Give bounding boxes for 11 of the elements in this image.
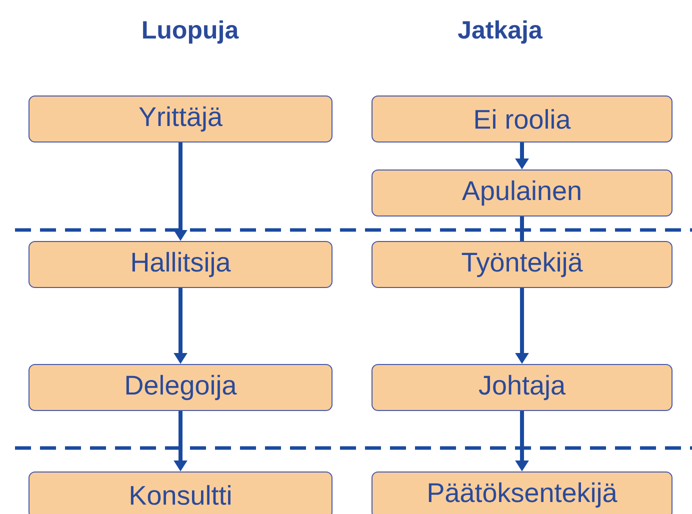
role-box: Päätöksentekijä: [372, 472, 673, 514]
role-box: Hallitsija: [28, 241, 332, 288]
role-box: Johtaja: [372, 364, 673, 411]
role-box: Yrittäjä: [28, 96, 332, 142]
role-box: Työntekijä: [372, 241, 673, 288]
role-box: Konsultti: [28, 472, 332, 514]
column-heading: Luopuja: [143, 20, 239, 44]
role-box: Ei roolia: [372, 96, 673, 142]
column-heading: Jatkaja: [458, 20, 543, 44]
role-box: Apulainen: [372, 170, 673, 216]
role-box: Delegoija: [28, 364, 332, 411]
